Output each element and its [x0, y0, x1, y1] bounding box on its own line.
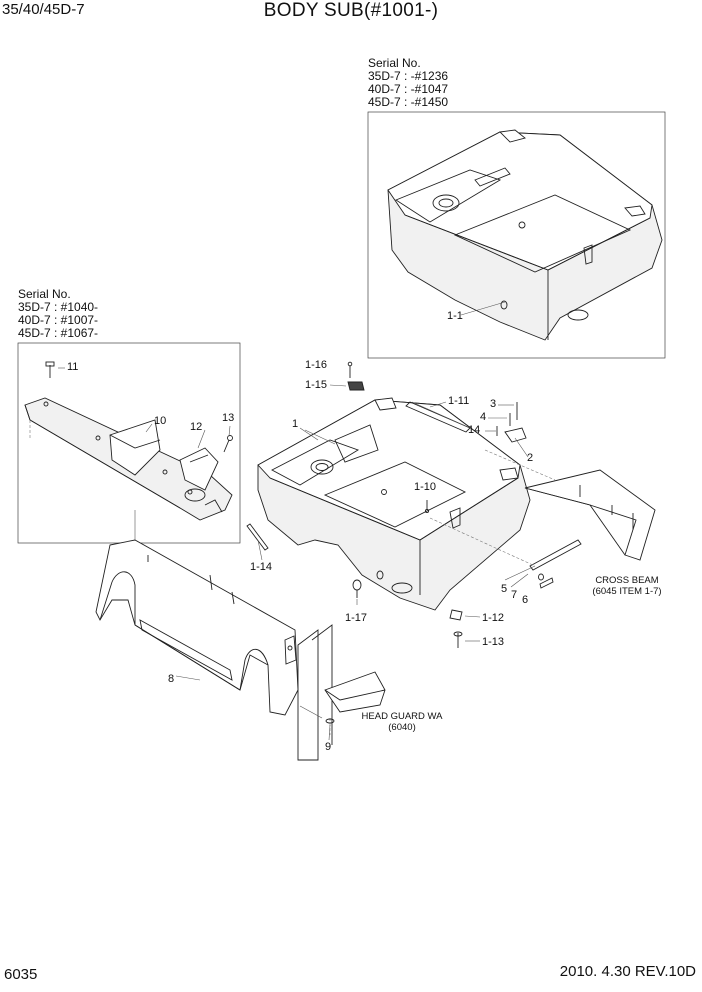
callout-14[interactable]: 14 [468, 424, 481, 436]
callout-6[interactable]: 6 [522, 594, 529, 606]
callout-9[interactable]: 9 [325, 741, 332, 753]
serial-left-heading: Serial No. [18, 287, 71, 301]
head-guard-label: HEAD GUARD WA [361, 711, 443, 722]
serial-top-line: 45D-7 : -#1450 [368, 95, 449, 109]
callout-7[interactable]: 7 [511, 589, 518, 601]
callout-5[interactable]: 5 [501, 583, 508, 595]
rear-frame-8-drawing [95, 539, 299, 716]
bracket-assembly-drawing [24, 361, 233, 521]
callout-13[interactable]: 13 [222, 412, 235, 424]
callout-1-14[interactable]: 1-14 [250, 561, 273, 573]
page-title: BODY SUB(#1001-) [263, 0, 439, 21]
page-number: 6035 [4, 966, 38, 983]
callout-1-16[interactable]: 1-16 [305, 359, 328, 371]
floor-hardware-drawing [246, 361, 582, 648]
serial-top-line: 40D-7 : -#1047 [368, 82, 449, 96]
callout-1-10[interactable]: 1-10 [414, 481, 437, 493]
callout-4[interactable]: 4 [480, 411, 487, 423]
callout-11[interactable]: 11 [67, 361, 79, 373]
callout-1-1[interactable]: 1-1 [447, 310, 463, 322]
head-guard-reference: (6040) [388, 722, 416, 733]
floor-plate-1-drawing [257, 397, 531, 611]
cross-beam-reference: (6045 ITEM 1-7) [592, 586, 662, 597]
serial-top-line: 35D-7 : -#1236 [368, 69, 449, 83]
cross-beam-note: CROSS BEAM (6045 ITEM 1-7) [572, 575, 682, 597]
serial-top-detail-box [367, 111, 666, 359]
callout-leaders [58, 367, 529, 741]
serial-left-line: 45D-7 : #1067- [18, 326, 99, 340]
serial-left-block: Serial No. 35D-7 : #1040- 40D-7 : #1007-… [18, 288, 98, 340]
cross-beam-drawing [524, 469, 656, 561]
serial-top-heading: Serial No. [368, 56, 421, 70]
head-guard-note: HEAD GUARD WA (6040) [352, 711, 452, 733]
serial-left-line: 40D-7 : #1007- [18, 313, 99, 327]
callout-12[interactable]: 12 [190, 421, 203, 433]
callout-1[interactable]: 1 [292, 418, 299, 430]
model-number: 35/40/45D-7 [2, 1, 85, 18]
callout-8[interactable]: 8 [168, 673, 175, 685]
date-revision: 2010. 4.30 REV.10D [559, 963, 696, 980]
callout-3[interactable]: 3 [490, 398, 497, 410]
callout-1-12[interactable]: 1-12 [482, 612, 505, 624]
callout-1-17[interactable]: 1-17 [345, 612, 368, 624]
callout-1-15[interactable]: 1-15 [305, 379, 328, 391]
head-guard-drawing [297, 624, 386, 761]
callout-2[interactable]: 2 [527, 452, 534, 464]
serial-top-block: Serial No. 35D-7 : -#1236 40D-7 : -#1047… [368, 57, 448, 109]
serial-left-line: 35D-7 : #1040- [18, 300, 99, 314]
floor-plate-1-1-drawing [387, 129, 663, 341]
callout-1-11[interactable]: 1-11 [448, 395, 470, 407]
callout-10[interactable]: 10 [154, 415, 167, 427]
cross-beam-label: CROSS BEAM [595, 575, 659, 586]
callout-1-13[interactable]: 1-13 [482, 636, 505, 648]
